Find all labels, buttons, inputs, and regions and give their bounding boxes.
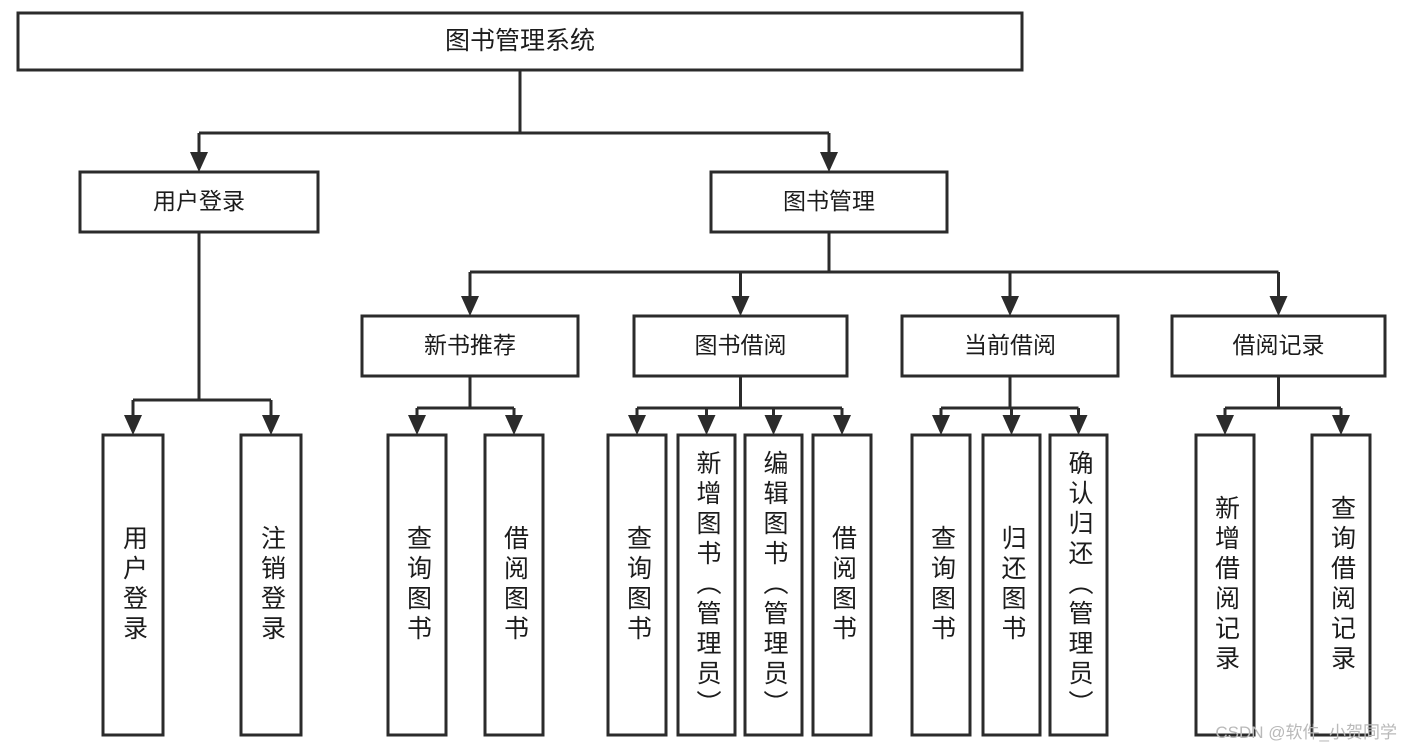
node-boxes: 图书管理系统用户登录图书管理新书推荐图书借阅当前借阅借阅记录用户登录注销登录查询… xyxy=(16,11,1387,737)
leaf-node-9-label: 归还图书 xyxy=(998,525,1026,645)
leaf-node-7-label: 借阅图书 xyxy=(828,525,857,645)
level1-node-1-label: 图书管理 xyxy=(783,188,875,214)
leaf-node-3-label-wrap: 借阅图书 xyxy=(500,525,529,645)
level2-node-2-label: 当前借阅 xyxy=(964,332,1056,358)
arrow-head-icon xyxy=(820,152,838,172)
watermark-text: CSDN @软件_小贺同学 xyxy=(1215,723,1397,742)
arrow-head-icon xyxy=(697,415,716,435)
arrow-head-icon xyxy=(190,152,208,172)
level2-node-1-label: 图书借阅 xyxy=(695,332,787,358)
arrow-head-icon xyxy=(1002,415,1021,435)
leaf-node-5-box[interactable] xyxy=(676,433,737,737)
leaf-node-7-box[interactable] xyxy=(811,433,873,737)
arrow-head-icon xyxy=(764,415,783,435)
arrow-head-icon xyxy=(1269,296,1288,316)
arrow-head-icon xyxy=(833,415,851,435)
level2-node-1-box[interactable] xyxy=(632,314,849,378)
leaf-node-4-box[interactable] xyxy=(606,433,668,737)
leaf-node-8-label-wrap: 查询图书 xyxy=(927,525,956,645)
leaf-node-12-label: 查询借阅记录 xyxy=(1327,495,1356,675)
arrow-head-icon xyxy=(408,415,426,435)
level1-node-0-label: 用户登录 xyxy=(153,188,245,214)
leaf-node-3-label: 借阅图书 xyxy=(500,525,529,645)
arrow-head-icon xyxy=(1216,415,1234,435)
leaf-node-4-label-wrap: 查询图书 xyxy=(623,525,652,645)
root-node-图书管理系统-box[interactable] xyxy=(16,11,1024,72)
leaf-node-5-label: 新增图书（管理员） xyxy=(693,450,721,720)
arrow-head-icon xyxy=(461,296,479,316)
leaf-node-2-box[interactable] xyxy=(386,433,448,737)
leaf-node-12-box[interactable] xyxy=(1310,433,1372,737)
leaf-node-6-label-wrap: 编辑图书（管理员） xyxy=(760,450,788,720)
level2-node-0-label: 新书推荐 xyxy=(424,332,516,358)
leaf-node-1-box[interactable] xyxy=(239,433,303,737)
leaf-node-10-label-wrap: 确认归还（管理员） xyxy=(1065,450,1093,720)
leaf-node-9-box[interactable] xyxy=(981,433,1042,737)
leaf-node-10-box[interactable] xyxy=(1048,433,1109,737)
arrow-head-icon xyxy=(932,415,950,435)
leaf-node-4-label: 查询图书 xyxy=(623,525,652,645)
arrow-head-icon xyxy=(1001,296,1019,316)
arrow-head-icon xyxy=(124,415,142,435)
arrow-head-icon xyxy=(262,415,280,435)
connector-lines xyxy=(124,70,1350,435)
leaf-node-6-label: 编辑图书（管理员） xyxy=(760,450,788,720)
leaf-node-0-label: 用户登录 xyxy=(119,525,148,645)
arrow-head-icon xyxy=(628,415,646,435)
leaf-node-8-label: 查询图书 xyxy=(927,525,956,645)
leaf-node-5-label-wrap: 新增图书（管理员） xyxy=(693,450,721,720)
level2-node-2-box[interactable] xyxy=(900,314,1120,378)
level2-node-3-label: 借阅记录 xyxy=(1233,332,1325,358)
leaf-node-7-label-wrap: 借阅图书 xyxy=(828,525,857,645)
arrow-head-icon xyxy=(1069,415,1088,435)
level1-node-1-box[interactable] xyxy=(709,170,949,234)
leaf-node-8-box[interactable] xyxy=(910,433,972,737)
leaf-node-2-label-wrap: 查询图书 xyxy=(403,525,432,645)
level1-node-0-box[interactable] xyxy=(78,170,320,234)
leaf-node-0-label-wrap: 用户登录 xyxy=(119,525,148,645)
root-node-图书管理系统-label: 图书管理系统 xyxy=(445,27,595,55)
leaf-node-3-box[interactable] xyxy=(483,433,545,737)
leaf-node-9-label-wrap: 归还图书 xyxy=(998,525,1026,645)
arrow-head-icon xyxy=(731,296,750,316)
leaf-node-11-label-wrap: 新增借阅记录 xyxy=(1211,495,1240,675)
level2-node-0-box[interactable] xyxy=(360,314,580,378)
leaf-node-1-label: 注销登录 xyxy=(257,525,286,645)
arrow-head-icon xyxy=(505,415,523,435)
leaf-node-12-label-wrap: 查询借阅记录 xyxy=(1327,495,1356,675)
leaf-node-11-box[interactable] xyxy=(1194,433,1256,737)
leaf-node-10-label: 确认归还（管理员） xyxy=(1065,450,1093,720)
leaf-node-6-box[interactable] xyxy=(743,433,804,737)
leaf-node-2-label: 查询图书 xyxy=(403,525,432,645)
arrow-head-icon xyxy=(1332,415,1350,435)
level2-node-3-box[interactable] xyxy=(1170,314,1387,378)
leaf-node-0-box[interactable] xyxy=(101,433,165,737)
leaf-node-1-label-wrap: 注销登录 xyxy=(257,525,286,645)
leaf-node-11-label: 新增借阅记录 xyxy=(1211,495,1240,675)
